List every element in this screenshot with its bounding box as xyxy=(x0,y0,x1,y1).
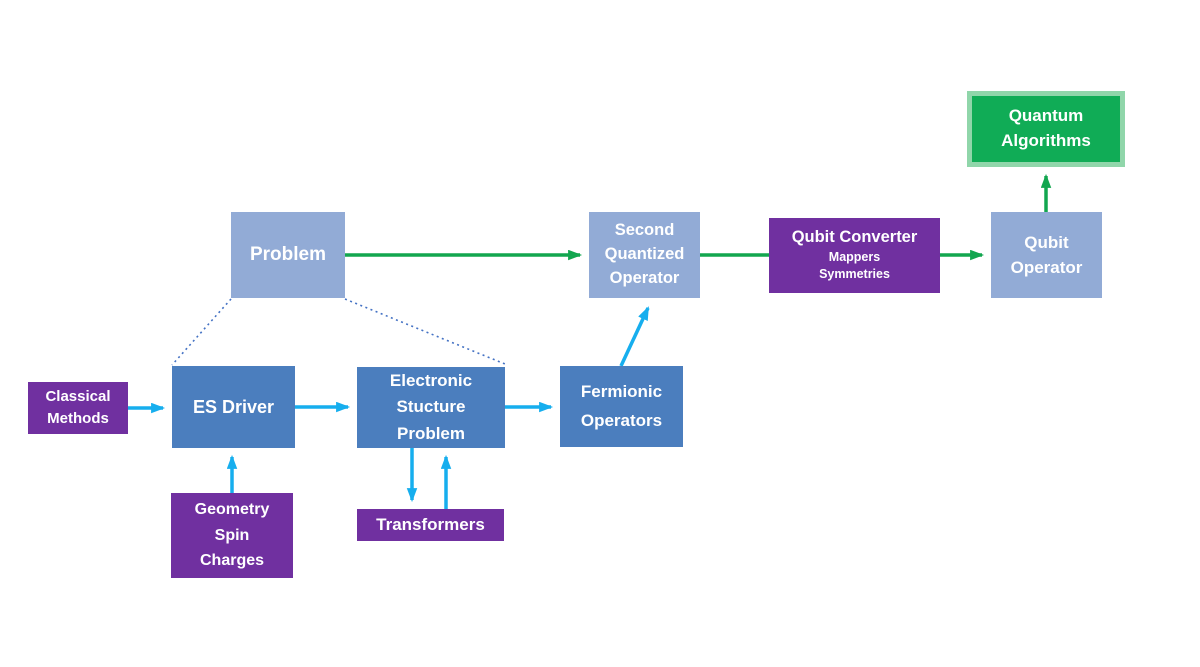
node-quantum-algorithms-line: Quantum xyxy=(1008,106,1084,126)
node-qubit-operator-line: Qubit xyxy=(1024,232,1069,252)
node-fermionic-operators: Fermionic Operators xyxy=(560,366,683,447)
node-transformers: Transformers xyxy=(357,509,504,541)
node-qubit-converter-sub: Mappers xyxy=(828,250,881,265)
node-es-driver: ES Driver xyxy=(172,366,295,448)
node-electronic-line: Stucture xyxy=(396,397,466,417)
node-classical-methods-line: Methods xyxy=(47,410,109,427)
node-fermionic-line: Fermionic xyxy=(580,382,663,402)
arrow-fermionic-to-second-quantized xyxy=(619,306,650,367)
node-geometry-line: Geometry xyxy=(194,501,270,519)
node-electronic-line: Electronic xyxy=(389,370,473,390)
node-classical-methods-line: Classical xyxy=(45,388,111,406)
node-qubit-operator: Qubit Operator xyxy=(991,212,1102,298)
node-es-driver-label: ES Driver xyxy=(192,396,275,417)
node-electronic-line: Problem xyxy=(396,423,466,443)
node-qubit-converter-title: Qubit Converter xyxy=(791,228,918,247)
node-second-quantized-line: Quantized xyxy=(604,245,685,264)
node-qubit-converter-sub: Symmetries xyxy=(819,267,890,281)
node-transformers-label: Transformers xyxy=(376,515,485,534)
node-geometry-line: Charges xyxy=(199,552,265,570)
node-geometry-line: Spin xyxy=(214,526,250,544)
node-quantum-algorithms: Quantum Algorithms xyxy=(967,91,1125,167)
node-second-quantized-line: Operator xyxy=(609,268,680,287)
node-second-quantized-operator: Second Quantized Operator xyxy=(589,212,700,298)
node-fermionic-line: Operators xyxy=(580,410,663,430)
node-electronic-structure-problem: Electronic Stucture Problem xyxy=(357,367,505,448)
node-qubit-operator-line: Operator xyxy=(1010,258,1083,277)
node-geometry-spin-charges: Geometry Spin Charges xyxy=(171,493,293,578)
node-problem-label: Problem xyxy=(249,244,327,265)
node-classical-methods: Classical Methods xyxy=(28,382,128,434)
dotted-line-problem-to-electronic-structure xyxy=(344,298,506,365)
dotted-line-problem-to-es-driver xyxy=(171,298,232,366)
node-problem: Problem xyxy=(231,212,345,298)
node-second-quantized-line: Second xyxy=(614,221,675,240)
node-quantum-algorithms-line: Algorithms xyxy=(1001,131,1091,150)
node-qubit-converter: Qubit Converter Mappers Symmetries xyxy=(769,218,940,293)
